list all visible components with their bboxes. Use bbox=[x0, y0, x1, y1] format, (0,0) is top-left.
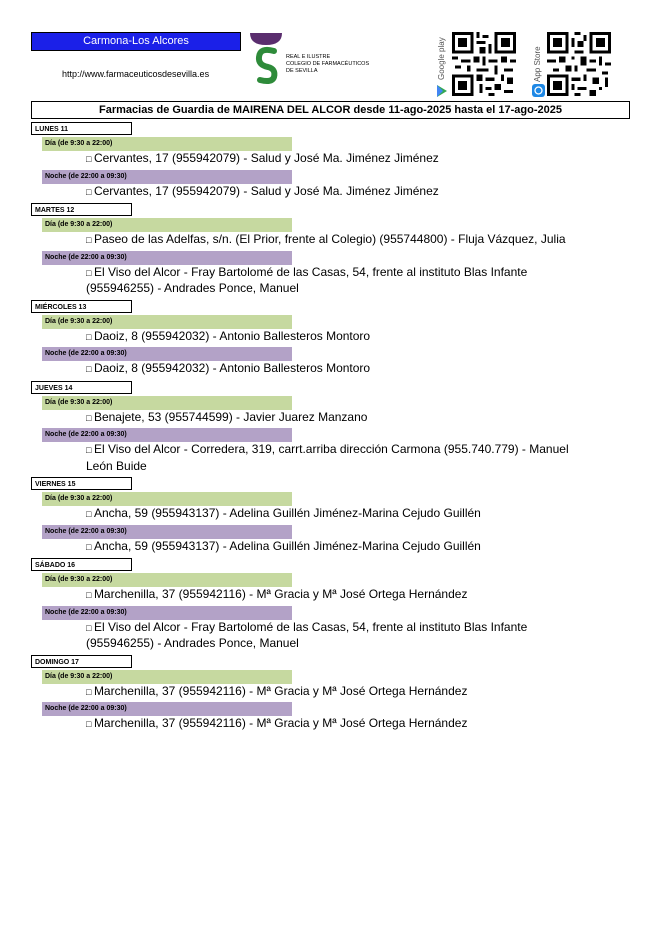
checkbox-square-icon: □ bbox=[86, 719, 94, 729]
google-play-qr-code[interactable] bbox=[452, 32, 516, 96]
pharmacy-entry: □ El Viso del Alcor - Fray Bartolomé de … bbox=[86, 265, 586, 297]
pharmacy-text: El Viso del Alcor - Fray Bartolomé de la… bbox=[86, 264, 528, 296]
day-shift-label: Día (de 9:30 a 22:00) bbox=[42, 573, 292, 587]
day-label: MARTES 12 bbox=[31, 203, 132, 216]
day-shift-label: Día (de 9:30 a 22:00) bbox=[42, 395, 292, 410]
pharmacy-entry: □ Daoiz, 8 (955942032) - Antonio Ballest… bbox=[86, 361, 586, 378]
night-shift-label: Noche (de 22:00 a 09:30) bbox=[42, 250, 292, 265]
checkbox-square-icon: □ bbox=[86, 686, 94, 697]
checkbox-square-icon: □ bbox=[86, 412, 94, 423]
checkbox-square-icon: □ bbox=[86, 622, 94, 633]
checkbox-square-icon: □ bbox=[86, 509, 94, 519]
checkbox-square-icon: □ bbox=[86, 590, 94, 600]
night-shift-label: Noche (de 22:00 a 09:30) bbox=[42, 428, 292, 442]
pharmacy-text: Ancha, 59 (955943137) - Adelina Guillén … bbox=[93, 538, 481, 553]
app-store-qr-code[interactable] bbox=[547, 32, 611, 96]
pharmacy-text: Benajete, 53 (955744599) - Javier Juarez… bbox=[93, 409, 368, 424]
college-name: REAL E ILUSTRE COLEGIO DE FARMACÉUTICOS … bbox=[286, 54, 370, 74]
pharmacy-entry: □ Ancha, 59 (955943137) - Adelina Guillé… bbox=[86, 506, 586, 523]
checkbox-square-icon: □ bbox=[86, 331, 94, 342]
pharmacy-text: Marchenilla, 37 (955942116) - Mª Gracia … bbox=[93, 716, 468, 730]
google-play-icon[interactable] bbox=[435, 84, 449, 98]
pharmacy-entry: □ Benajete, 53 (955744599) - Javier Juar… bbox=[86, 410, 586, 427]
checkbox-square-icon: □ bbox=[86, 154, 94, 164]
pharmacy-text: El Viso del Alcor - Corredera, 319, carr… bbox=[86, 442, 569, 473]
pharmacy-entry: □ El Viso del Alcor - Fray Bartolomé de … bbox=[86, 620, 586, 652]
day-label: MIÉRCOLES 13 bbox=[31, 299, 132, 313]
pharmacy-entry: □ Cervantes, 17 (955942079) - Salud y Jo… bbox=[86, 151, 586, 168]
region-banner: Carmona-Los Alcores bbox=[31, 32, 241, 51]
day-shift-label: Día (de 9:30 a 22:00) bbox=[42, 314, 292, 329]
day-label: JUEVES 14 bbox=[31, 380, 132, 394]
pharmacy-text: Paseo de las Adelfas, s/n. (El Prior, fr… bbox=[93, 232, 566, 246]
pharmacy-entry: □ Cervantes, 17 (955942079) - Salud y Jo… bbox=[86, 184, 586, 201]
app-store-label: App Store bbox=[533, 46, 542, 82]
checkbox-square-icon: □ bbox=[86, 235, 94, 245]
pharmacy-text: Cervantes, 17 (955942079) - Salud y José… bbox=[93, 183, 439, 198]
pharmacy-entry: □ Paseo de las Adelfas, s/n. (El Prior, … bbox=[86, 232, 586, 249]
night-shift-label: Noche (de 22:00 a 09:30) bbox=[42, 605, 292, 620]
page-title: Farmacias de Guardia de MAIRENA DEL ALCO… bbox=[31, 101, 630, 119]
pharmacy-text: Cervantes, 17 (955942079) - Salud y José… bbox=[93, 151, 439, 165]
pharmacy-text: Daoiz, 8 (955942032) - Antonio Ballester… bbox=[93, 328, 371, 343]
checkbox-square-icon: □ bbox=[86, 364, 94, 374]
college-logo bbox=[250, 33, 282, 84]
day-label: DOMINGO 17 bbox=[31, 654, 132, 668]
website-link[interactable]: http://www.farmaceuticosdesevilla.es bbox=[62, 69, 210, 79]
day-shift-label: Día (de 9:30 a 22:00) bbox=[42, 218, 292, 232]
day-shift-label: Día (de 9:30 a 22:00) bbox=[42, 669, 292, 684]
google-play-label: Google play bbox=[437, 37, 446, 80]
pharmacy-entry: □ Daoiz, 8 (955942032) - Antonio Ballest… bbox=[86, 329, 586, 346]
pharmacy-entry: □ Marchenilla, 37 (955942116) - Mª Graci… bbox=[86, 684, 586, 701]
pharmacy-text: Daoiz, 8 (955942032) - Antonio Ballester… bbox=[93, 361, 371, 375]
pharmacy-entry: □ Ancha, 59 (955943137) - Adelina Guillé… bbox=[86, 539, 586, 556]
day-label: SÁBADO 16 bbox=[31, 558, 132, 571]
day-label: VIERNES 15 bbox=[31, 477, 132, 490]
pharmacy-text: Marchenilla, 37 (955942116) - Mª Gracia … bbox=[93, 683, 468, 698]
night-shift-label: Noche (de 22:00 a 09:30) bbox=[42, 524, 292, 539]
pharmacy-text: Ancha, 59 (955943137) - Adelina Guillén … bbox=[93, 506, 481, 520]
day-shift-label: Día (de 9:30 a 22:00) bbox=[42, 492, 292, 506]
pharmacy-text: El Viso del Alcor - Fray Bartolomé de la… bbox=[86, 619, 528, 651]
checkbox-square-icon: □ bbox=[86, 541, 94, 552]
app-store-icon[interactable] bbox=[532, 84, 545, 97]
day-label: LUNES 11 bbox=[31, 122, 132, 135]
night-shift-label: Noche (de 22:00 a 09:30) bbox=[42, 347, 292, 361]
pharmacy-entry: □ Marchenilla, 37 (955942116) - Mª Graci… bbox=[86, 587, 586, 604]
checkbox-square-icon: □ bbox=[86, 267, 94, 278]
pharmacy-entry: □ El Viso del Alcor - Corredera, 319, ca… bbox=[86, 442, 586, 474]
checkbox-square-icon: □ bbox=[86, 445, 94, 455]
night-shift-label: Noche (de 22:00 a 09:30) bbox=[42, 169, 292, 184]
night-shift-label: Noche (de 22:00 a 09:30) bbox=[42, 702, 292, 716]
day-shift-label: Día (de 9:30 a 22:00) bbox=[42, 137, 292, 151]
pharmacy-text: Marchenilla, 37 (955942116) - Mª Gracia … bbox=[93, 587, 468, 601]
pharmacy-entry: □ Marchenilla, 37 (955942116) - Mª Graci… bbox=[86, 716, 586, 733]
checkbox-square-icon: □ bbox=[86, 186, 94, 197]
